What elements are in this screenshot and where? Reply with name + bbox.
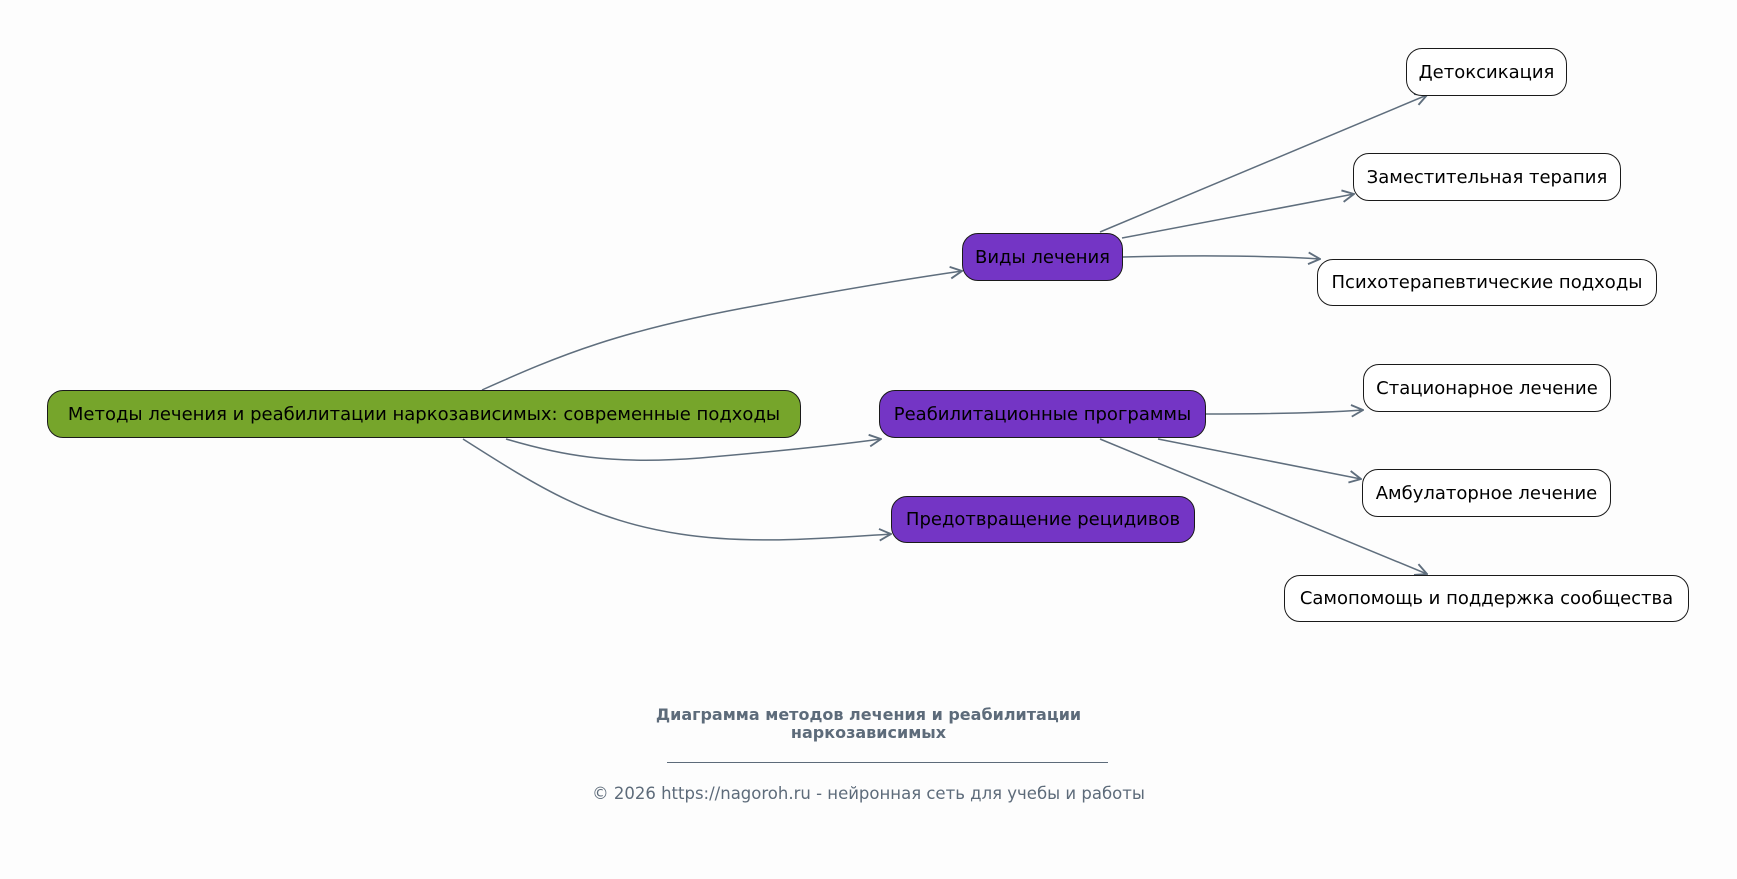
category-label: Реабилитационные программы — [893, 403, 1192, 425]
leaf-label: Заместительная терапия — [1366, 166, 1608, 188]
leaf-label: Самопомощь и поддержка сообщества — [1299, 588, 1674, 609]
leaf-node-inpatient[interactable]: Стационарное лечение — [1363, 364, 1611, 412]
edge-types-substitution — [1121, 194, 1354, 239]
leaf-label: Стационарное лечение — [1376, 377, 1598, 399]
root-node[interactable]: Методы лечения и реабилитации наркозавис… — [47, 390, 801, 438]
title-divider — [667, 762, 1108, 763]
copyright-text: © 2026 https://nagoroh.ru - нейронная се… — [592, 784, 1145, 803]
category-label: Виды лечения — [974, 246, 1110, 268]
diagram-title: Диаграмма методов лечения и реабилитации… — [0, 706, 1737, 742]
leaf-node-substitution[interactable]: Заместительная терапия — [1353, 153, 1621, 201]
leaf-label: Амбулаторное лечение — [1375, 482, 1598, 504]
edge-rehab-selfhelp — [1099, 438, 1427, 574]
edge-types-psycho — [1122, 256, 1320, 259]
category-node-rehab[interactable]: Реабилитационные программы — [879, 390, 1206, 438]
leaf-label: Детоксикация — [1418, 61, 1555, 83]
diagram-title-line2: наркозависимых — [790, 723, 947, 742]
root-node-label: Методы лечения и реабилитации наркозавис… — [67, 403, 781, 425]
category-label: Предотвращение рецидивов — [905, 509, 1181, 530]
edge-rehab-inpatient — [1205, 410, 1363, 414]
category-node-types[interactable]: Виды лечения — [962, 233, 1123, 281]
edge-rehab-outpatient — [1157, 438, 1361, 479]
edge-root-relapse — [462, 438, 891, 540]
leaf-node-outpatient[interactable]: Амбулаторное лечение — [1362, 469, 1611, 517]
diagram-title-line1: Диаграмма методов лечения и реабилитации — [655, 705, 1082, 724]
leaf-node-psycho[interactable]: Психотерапевтические подходы — [1317, 259, 1657, 306]
leaf-label: Психотерапевтические подходы — [1331, 272, 1643, 293]
category-node-relapse[interactable]: Предотвращение рецидивов — [891, 496, 1195, 543]
edge-types-detox — [1099, 95, 1427, 233]
leaf-node-detox[interactable]: Детоксикация — [1406, 48, 1567, 96]
edge-root-rehab — [505, 439, 881, 461]
leaf-node-selfhelp[interactable]: Самопомощь и поддержка сообщества — [1284, 575, 1689, 622]
edge-root-types — [481, 271, 962, 391]
